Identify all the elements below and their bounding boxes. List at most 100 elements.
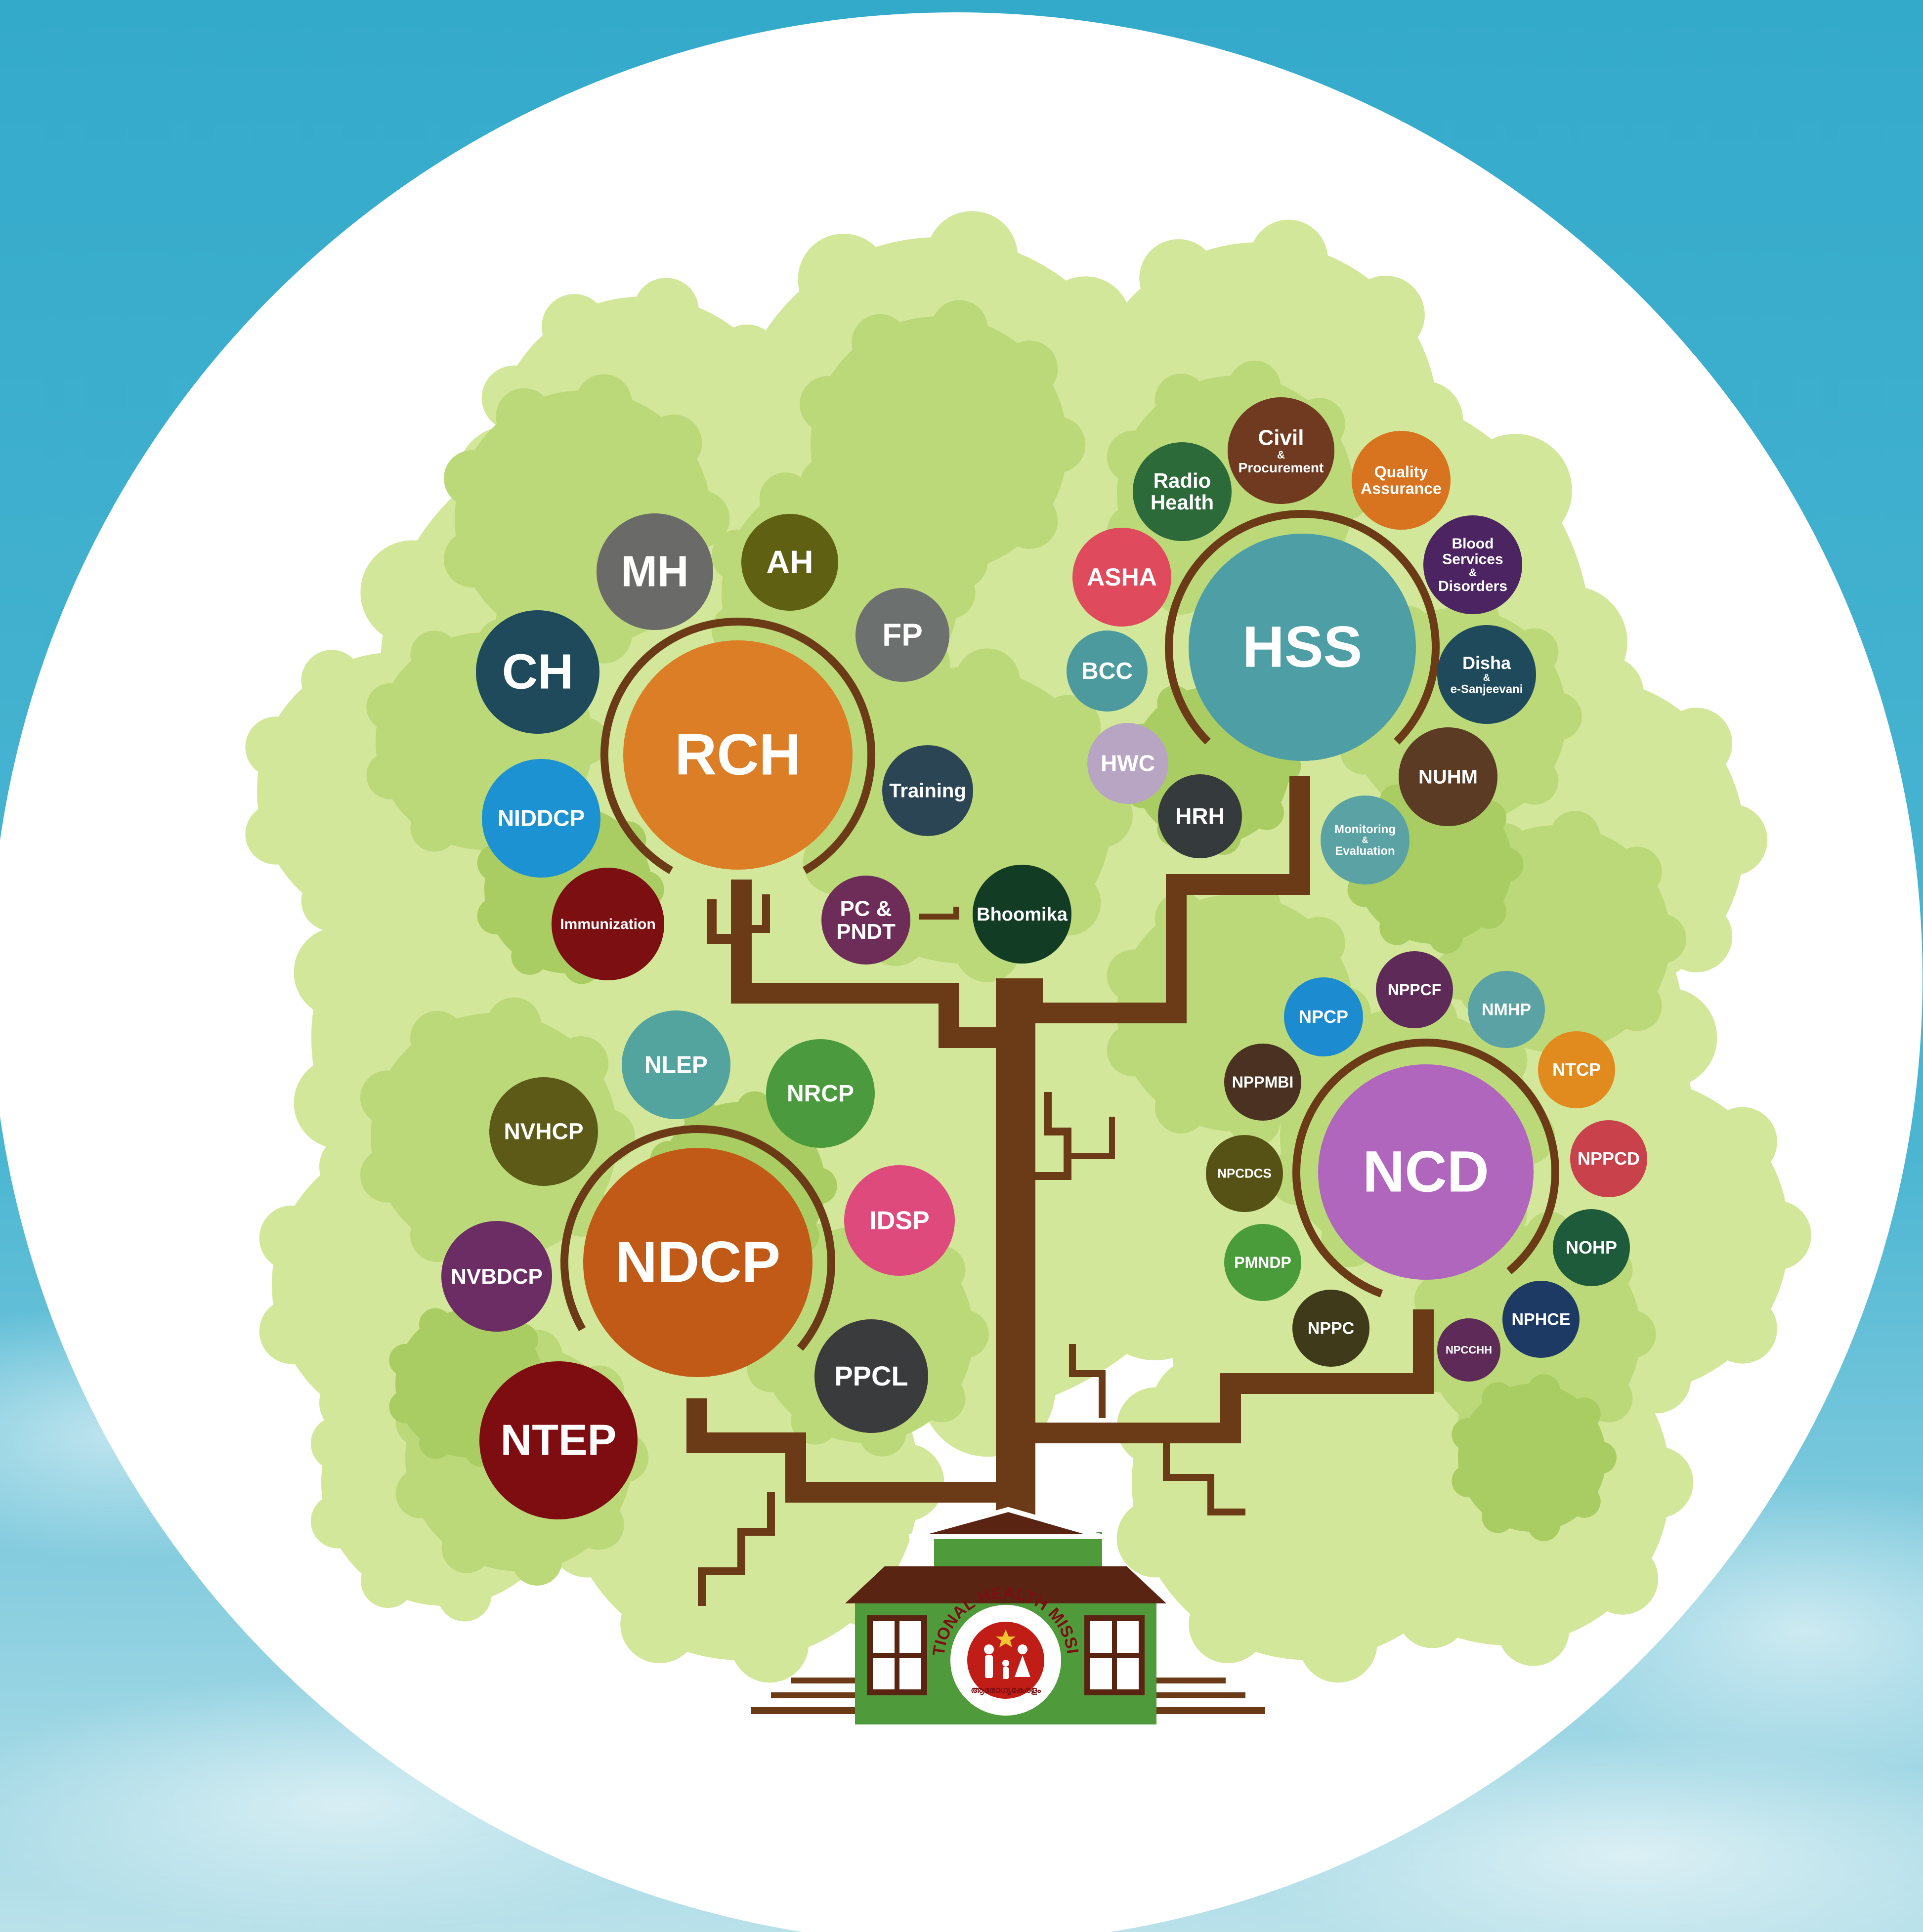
- node-nppcf: NPPCF: [1376, 951, 1453, 1028]
- tree-trunk: [686, 776, 1434, 1606]
- foliage-bump: [1001, 340, 1058, 397]
- node-circle-bhoomika: [973, 865, 1071, 964]
- node-circle-disha-e-sanjeevani: [1437, 625, 1536, 724]
- node-nppcd: NPPCD: [1570, 1120, 1647, 1197]
- node-label-fp: FP: [882, 617, 923, 653]
- node-nuhm: NUHM: [1399, 727, 1497, 826]
- foliage-bump: [730, 1604, 809, 1683]
- foliage-bump: [1249, 219, 1328, 298]
- hub-label-rch: RCH: [675, 722, 801, 788]
- node-immunization: Immunization: [552, 868, 664, 980]
- node-label-ntcp: NTCP: [1552, 1059, 1601, 1080]
- foliage-bump: [1107, 1024, 1159, 1077]
- node-label-radio-health: Radio: [1154, 469, 1211, 492]
- node-circle-idsp: [844, 1165, 955, 1276]
- foliage-bump: [437, 1567, 492, 1622]
- node-bcc: BCC: [1067, 630, 1148, 712]
- node-circle-nrcp: [766, 1039, 875, 1148]
- node-circle-nppc: [1292, 1290, 1369, 1367]
- node-label-disha-e-sanjeevani: Disha: [1462, 653, 1511, 673]
- foliage-bump: [310, 1416, 365, 1471]
- foliage-bump: [477, 897, 514, 934]
- foliage-bump: [798, 233, 890, 325]
- foliage-bump: [1249, 795, 1284, 830]
- ring-ndcp: [560, 1125, 835, 1351]
- node-monitoring-evaluation: Monitoring&Evaluation: [1321, 796, 1410, 884]
- foliage-bump: [1612, 981, 1662, 1031]
- foliage-bump: [410, 803, 459, 852]
- house-steps: [751, 1678, 1265, 1714]
- node-label-monitoring-evaluation: &: [1362, 835, 1368, 845]
- foliage-bump: [1636, 914, 1687, 964]
- foliage-bump: [1001, 492, 1058, 549]
- foliage-bump: [926, 211, 1018, 302]
- node-circle-nlep: [622, 1010, 730, 1119]
- node-nppc: NPPC: [1292, 1290, 1369, 1367]
- foliage-bump: [1428, 919, 1463, 954]
- node-label-nmhp: NMHP: [1482, 1000, 1531, 1019]
- foliage-bump: [1660, 708, 1733, 780]
- node-circle-mh: [597, 513, 713, 630]
- node-civil-procurement: Civil&Procurement: [1228, 397, 1334, 504]
- node-circle-immunization: [552, 868, 664, 980]
- node-circle-nuhm: [1399, 727, 1497, 826]
- node-npcchh: NPCCHH: [1437, 1318, 1500, 1382]
- foliage-bump: [1035, 695, 1101, 760]
- ring-ncd: [1292, 1039, 1559, 1298]
- foliage-bump: [511, 938, 549, 975]
- foliage-bump: [1568, 1397, 1601, 1430]
- node-niddcp: NIDDCP: [482, 759, 600, 878]
- node-label-blood-services-disorders: Blood: [1452, 536, 1494, 552]
- node-circle-quality-assurance: [1352, 431, 1451, 530]
- branch-ncd-twig: [1163, 1433, 1245, 1515]
- foliage-bump: [245, 716, 306, 778]
- foliage-bump: [1742, 1200, 1811, 1270]
- node-label-bhoomika: Bhoomika: [977, 904, 1068, 925]
- hub-circle-hss: [1189, 534, 1416, 761]
- trunk-twig: [1035, 1092, 1071, 1180]
- foliage-bump: [444, 450, 501, 507]
- house-roof: [845, 1566, 1166, 1603]
- node-label-civil-procurement: &: [1277, 449, 1285, 461]
- node-nvbdcp: NVBDCP: [441, 1221, 552, 1332]
- foliage-bump: [897, 497, 950, 549]
- foliage-bump: [1586, 1543, 1659, 1615]
- foliage-bump: [1107, 949, 1159, 1002]
- branch-rch-twig: [707, 899, 741, 944]
- node-label-npcchh: NPCCHH: [1446, 1344, 1492, 1356]
- node-label-nvbdcp: NVBDCP: [451, 1264, 543, 1289]
- foliage-bump: [931, 300, 988, 357]
- node-hwc: HWC: [1087, 723, 1168, 804]
- node-ah: AH: [741, 514, 838, 611]
- node-label-nrcp: NRCP: [787, 1081, 854, 1107]
- node-label-idsp: IDSP: [869, 1206, 929, 1235]
- foliage-blob: [1458, 1384, 1606, 1532]
- node-nohp: NOHP: [1553, 1209, 1630, 1286]
- foliage-bump: [1622, 1446, 1694, 1518]
- node-label-nppc: NPPC: [1308, 1319, 1354, 1338]
- foliage-bump: [1189, 1585, 1267, 1664]
- node-circle-hrh: [1158, 774, 1242, 858]
- foliage-bump: [1293, 1057, 1345, 1109]
- foliage-bump: [954, 648, 1020, 714]
- node-circle-niddcp: [482, 759, 600, 878]
- foliage-bump: [645, 415, 702, 471]
- node-circle-pc-pndt: [821, 876, 910, 965]
- foliage-bump: [941, 1310, 989, 1358]
- node-nlep: NLEP: [622, 1010, 730, 1119]
- node-label-radio-health: Health: [1151, 491, 1214, 514]
- node-asha: ASHA: [1072, 528, 1171, 627]
- node-label-pc-pndt: PC &: [840, 897, 892, 921]
- node-circle-civil-procurement: [1228, 397, 1334, 504]
- node-label-ch: CH: [502, 644, 573, 700]
- foliage-bump: [714, 324, 780, 390]
- foliage-bump: [1029, 416, 1086, 473]
- foliage-bump: [1527, 1374, 1560, 1407]
- foliage-bump: [1572, 656, 1644, 728]
- node-label-mh: MH: [621, 547, 689, 596]
- node-circle-nppmbi: [1224, 1044, 1301, 1121]
- node-label-niddcp: NIDDCP: [498, 805, 585, 831]
- node-pc-pndt: PC &PNDT: [821, 876, 910, 965]
